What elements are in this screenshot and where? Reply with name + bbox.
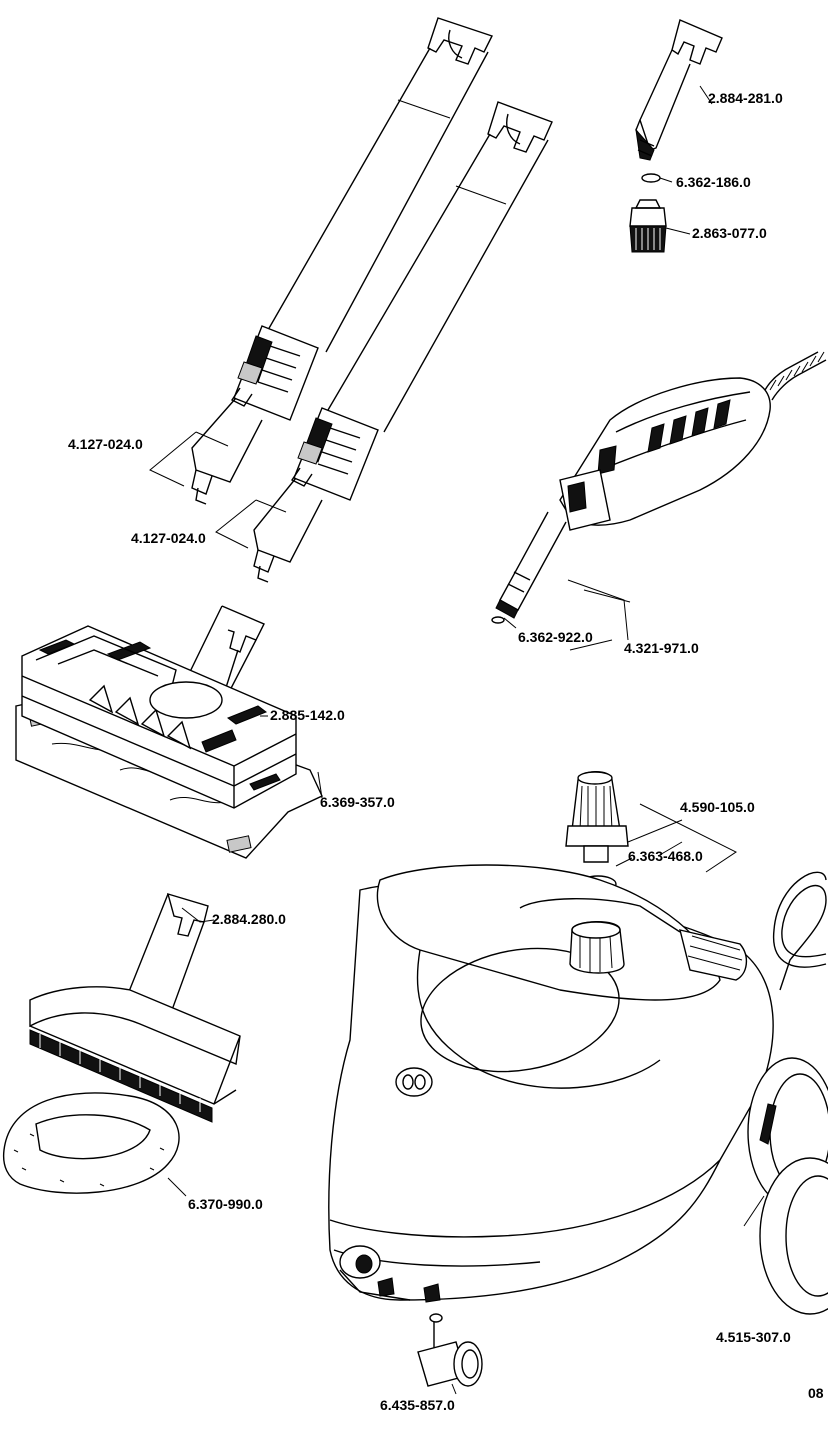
part-label-6-369-357-0: 6.369-357.0: [320, 794, 395, 810]
part-label-2-863-077-0: 2.863-077.0: [692, 225, 767, 241]
part-label-6-363-468-0: 6.363-468.0: [628, 848, 703, 864]
part-label-4-590-105-0: 4.590-105.0: [680, 799, 755, 815]
castor-wheel-illustration: [417, 1313, 483, 1387]
leader-lines: [149, 85, 765, 1395]
part-label-4-127-024-0-a: 4.127-024.0: [68, 436, 143, 452]
page-number: 08: [808, 1385, 824, 1401]
part-label-6-362-186-0: 6.362-186.0: [676, 174, 751, 190]
hand-nozzle-illustration: [2, 892, 241, 1194]
part-label-6-362-922-0: 6.362-922.0: [518, 629, 593, 645]
part-label-4-515-307-0: 4.515-307.0: [716, 1329, 791, 1345]
part-label-6-435-857-0: 6.435-857.0: [380, 1397, 455, 1413]
part-label-2-884-280-0: 2.884.280.0: [212, 911, 286, 927]
extension-tube-b-illustration: [253, 101, 553, 583]
part-labels: 2.884-281.0 6.362-186.0 2.863-077.0 4.12…: [68, 90, 824, 1413]
part-label-2-884-281-0: 2.884-281.0: [708, 90, 783, 106]
hand-grip-illustration: [491, 351, 827, 641]
steam-cleaner-body-illustration: [328, 864, 828, 1315]
part-label-6-370-990-0: 6.370-990.0: [188, 1196, 263, 1212]
part-label-4-321-971-0: 4.321-971.0: [624, 640, 699, 656]
extension-tube-a-illustration: [191, 17, 493, 505]
floor-nozzle-illustration: [15, 605, 323, 859]
detail-nozzle-illustration: [629, 19, 723, 253]
safety-cap-illustration: [565, 771, 737, 893]
part-label-2-885-142-0: 2.885-142.0: [270, 707, 345, 723]
part-label-4-127-024-0-b: 4.127-024.0: [131, 530, 206, 546]
